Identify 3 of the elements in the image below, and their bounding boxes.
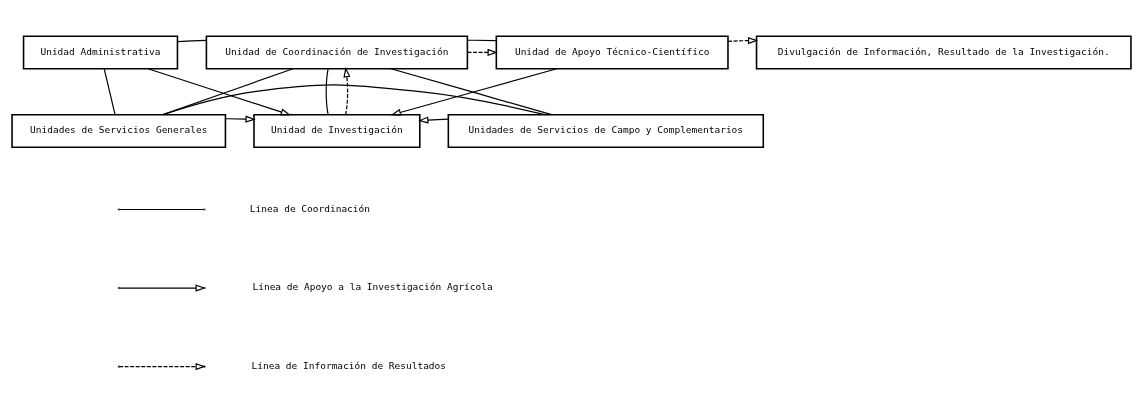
legend-label: Línea de Información de Resultados bbox=[251, 359, 447, 371]
legend-label: Línea de Coordinación bbox=[249, 202, 370, 214]
legend-label: Línea de Apoyo a la Investigación Agrícola bbox=[252, 280, 493, 292]
